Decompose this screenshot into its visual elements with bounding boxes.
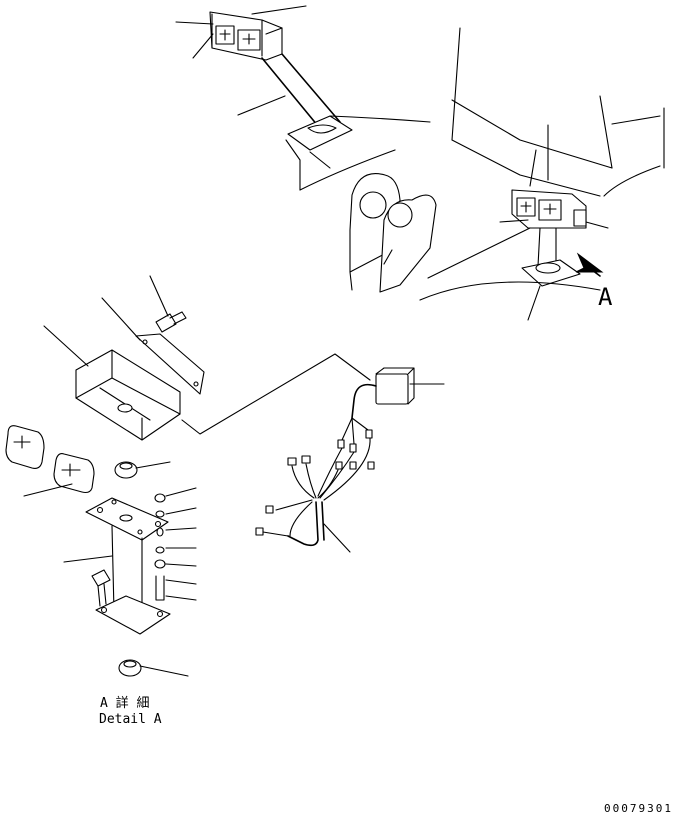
detail-caption-japanese: A 詳 細 <box>100 695 149 711</box>
cab-corner-view <box>419 27 665 321</box>
detail-a-exploded-parts <box>5 275 371 677</box>
drawing-number: 00079301 <box>604 802 673 815</box>
wiring-harness <box>255 367 445 553</box>
view-marker-a: A <box>598 283 613 311</box>
detail-caption-english: Detail A <box>99 712 162 727</box>
top-left-lamp-assembly <box>175 5 431 191</box>
hinge-clevis-plates <box>349 173 437 293</box>
